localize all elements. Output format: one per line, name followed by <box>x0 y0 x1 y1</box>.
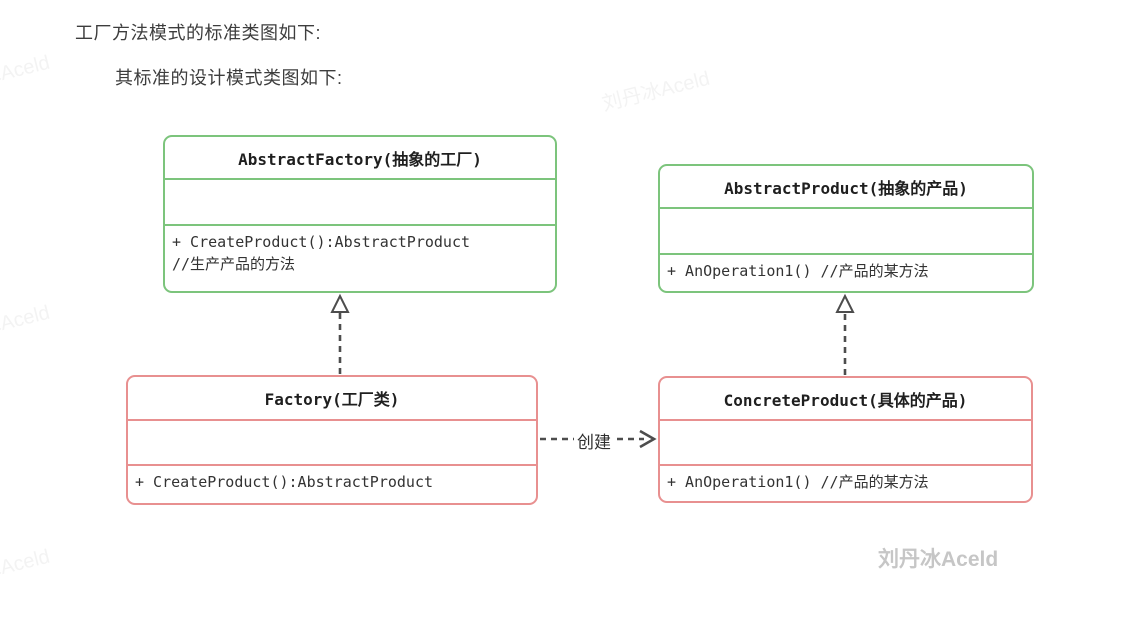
class-box-concrete-product: ConcreteProduct(具体的产品) + AnOperation1() … <box>658 376 1033 503</box>
dependency-label: 创建 <box>574 428 614 453</box>
class-attributes-section <box>660 207 1032 253</box>
watermark-text: 刘丹冰Aceld <box>0 301 53 350</box>
hollow-triangle-arrowhead-icon <box>330 293 350 313</box>
class-title: AbstractProduct(抽象的产品) <box>724 178 968 198</box>
author-signature: 刘丹冰Aceld <box>878 548 999 571</box>
watermark-text: 刘丹冰Aceld <box>0 545 53 594</box>
class-attributes-section <box>165 178 555 224</box>
class-attributes-section <box>128 419 536 464</box>
hollow-triangle-arrowhead-icon <box>835 293 855 313</box>
realization-arrow-concreteproduct-to-abstractproduct <box>835 293 855 375</box>
method-line: + CreateProduct():AbstractProduct <box>135 473 434 491</box>
method-line: + AnOperation1() //产品的某方法 <box>667 262 929 280</box>
watermark-text: 刘丹冰Aceld <box>0 51 53 100</box>
method-line: + AnOperation1() //产品的某方法 <box>667 473 929 491</box>
class-methods-section: + CreateProduct():AbstractProduct //生产产品… <box>165 224 555 291</box>
open-arrowhead-icon <box>639 429 657 449</box>
class-attributes-section <box>660 419 1031 464</box>
class-methods-section: + AnOperation1() //产品的某方法 <box>660 253 1032 291</box>
method-comment-line: //生产产品的方法 <box>172 254 296 273</box>
class-box-factory: Factory(工厂类) + CreateProduct():AbstractP… <box>126 375 538 505</box>
class-title: AbstractFactory(抽象的工厂) <box>238 149 482 169</box>
realization-arrow-factory-to-abstractfactory <box>330 293 350 374</box>
watermark-text: 刘丹冰Aceld <box>599 67 713 116</box>
class-box-abstract-product: AbstractProduct(抽象的产品) + AnOperation1() … <box>658 164 1034 293</box>
page-heading-1: 工厂方法模式的标准类图如下: <box>75 23 321 43</box>
page-heading-2: 其标准的设计模式类图如下: <box>115 68 343 88</box>
class-box-abstract-factory: AbstractFactory(抽象的工厂) + CreateProduct()… <box>163 135 557 293</box>
class-methods-section: + AnOperation1() //产品的某方法 <box>660 464 1031 501</box>
class-methods-section: + CreateProduct():AbstractProduct <box>128 464 536 503</box>
class-title: Factory(工厂类) <box>264 390 400 409</box>
method-line: + CreateProduct():AbstractProduct <box>172 233 471 251</box>
class-title: ConcreteProduct(具体的产品) <box>723 390 968 410</box>
